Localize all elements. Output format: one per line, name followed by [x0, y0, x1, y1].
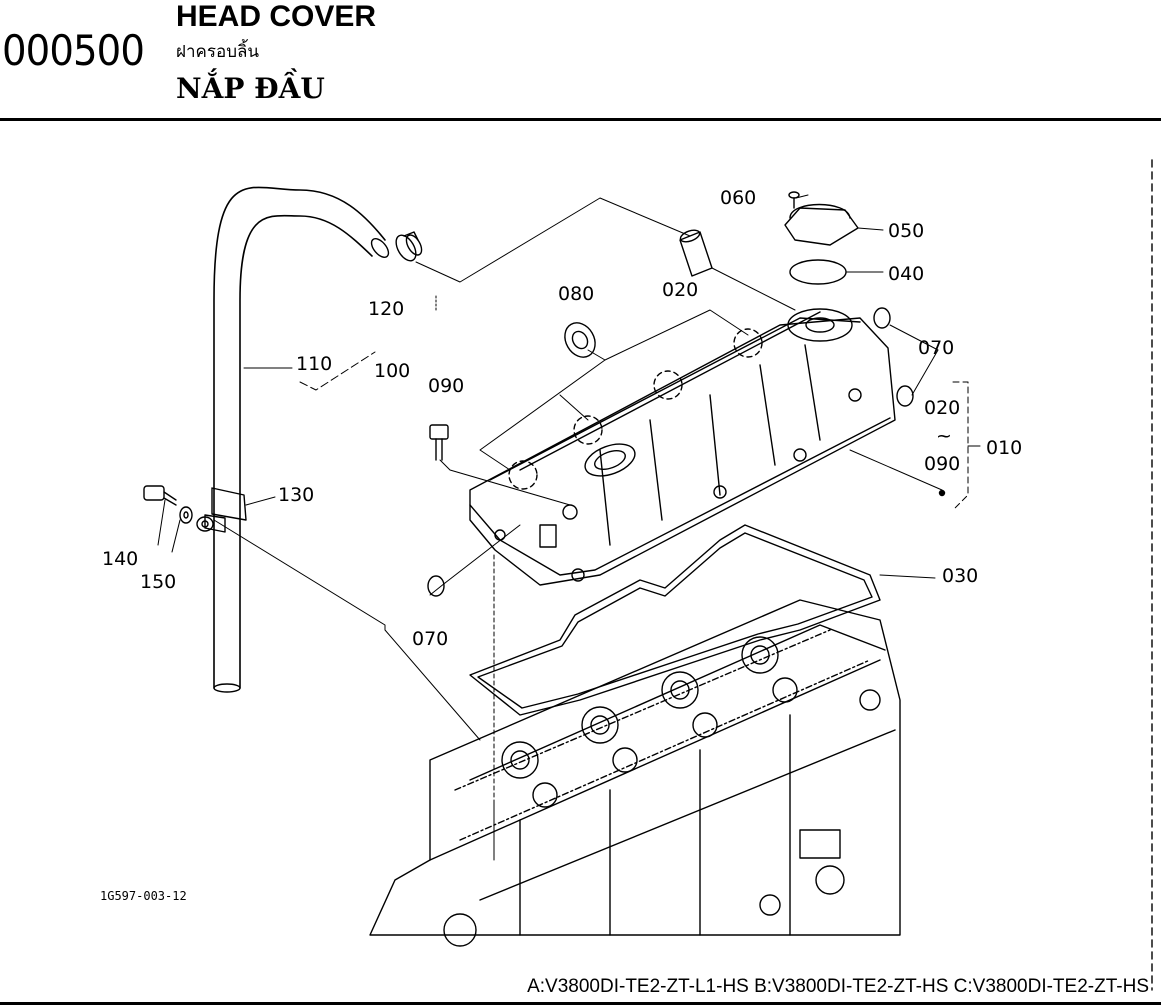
- oil-seal: [564, 322, 596, 358]
- callout-010: 010: [986, 437, 1022, 459]
- callout-070-upper: 070: [918, 337, 954, 359]
- callout-100: 100: [374, 360, 410, 382]
- callout-090: 090: [428, 375, 464, 397]
- hose-bracket: [196, 487, 247, 533]
- title-english: HEAD COVER: [176, 0, 377, 33]
- callout-050: 050: [888, 220, 924, 242]
- title-thai: ฝาครอบลิ้น: [176, 42, 260, 62]
- title-vietnamese: NẮP ĐẦU: [176, 72, 325, 105]
- breather-hose: [213, 186, 390, 693]
- callout-060: 060: [720, 187, 756, 209]
- marker-dot: [938, 489, 946, 497]
- drawing-reference: 1G597-003-12: [100, 889, 187, 903]
- callout-040: 040: [888, 263, 924, 285]
- head-cover-gasket: [469, 524, 881, 716]
- o-ring: [789, 259, 847, 285]
- callout-range-start-020: 020: [924, 397, 960, 419]
- hose-clamp: [395, 231, 423, 262]
- callout-070-lower: 070: [412, 628, 448, 650]
- bracket-washer: [179, 506, 193, 524]
- leader-lines: [157, 194, 981, 861]
- applicable-models: A:V3800DI-TE2-ZT-L1-HS B:V3800DI-TE2-ZT-…: [527, 976, 1149, 997]
- footer-rule: [0, 1002, 1161, 1005]
- callout-080: 080: [558, 283, 594, 305]
- cap-screw: [788, 191, 800, 209]
- grommet: [427, 307, 914, 597]
- oil-filler-cap: [784, 203, 859, 246]
- callout-110: 110: [296, 353, 332, 375]
- callout-130: 130: [278, 484, 314, 506]
- cylinder-head: [369, 599, 901, 947]
- breather-pipe: [679, 229, 713, 277]
- cover-bolt: [429, 424, 449, 461]
- callout-030: 030: [942, 565, 978, 587]
- head-cover: [469, 308, 896, 586]
- header-rule: [0, 118, 1161, 121]
- bracket-bolt: [143, 485, 177, 506]
- callout-140: 140: [102, 548, 138, 570]
- callout-150: 150: [140, 571, 176, 593]
- callout-120: 120: [368, 298, 404, 320]
- callout-range-end-090: 090: [924, 453, 960, 475]
- section-code: 000500: [2, 26, 145, 75]
- callout-020: 020: [662, 279, 698, 301]
- callout-range-tilde: ~: [936, 425, 952, 447]
